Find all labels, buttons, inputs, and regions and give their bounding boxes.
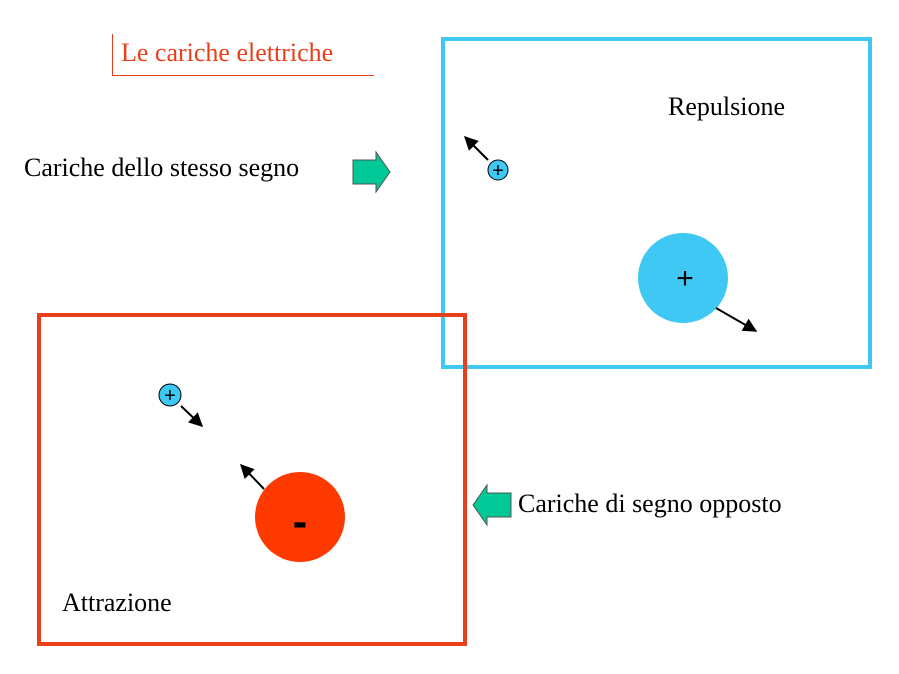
small-positive-charge (158, 383, 182, 407)
attraction-frame (37, 313, 467, 646)
small-positive-charge (487, 159, 509, 181)
small-charge-sign: + (164, 385, 176, 407)
force-arrow-icon (464, 136, 489, 161)
opposite-sign-label: Cariche di segno opposto (518, 489, 782, 518)
small-charge-sign: + (492, 160, 504, 182)
large-charge-sign: + (676, 262, 694, 295)
repulsion-label: Repulsione (668, 92, 785, 121)
force-arrow-icon (715, 307, 758, 332)
page-title: Le cariche elettriche (112, 34, 374, 76)
large-charge-sign: - (293, 497, 308, 546)
left-block-arrow-icon (472, 483, 512, 527)
right-block-arrow-icon (352, 150, 391, 194)
force-arrow-icon (240, 463, 265, 490)
force-arrow-icon (180, 405, 204, 427)
attraction-label: Attrazione (62, 588, 172, 617)
large-negative-charge (255, 472, 345, 562)
large-positive-charge (638, 233, 728, 323)
repulsion-frame (441, 37, 872, 369)
same-sign-label: Cariche dello stesso segno (24, 153, 300, 182)
